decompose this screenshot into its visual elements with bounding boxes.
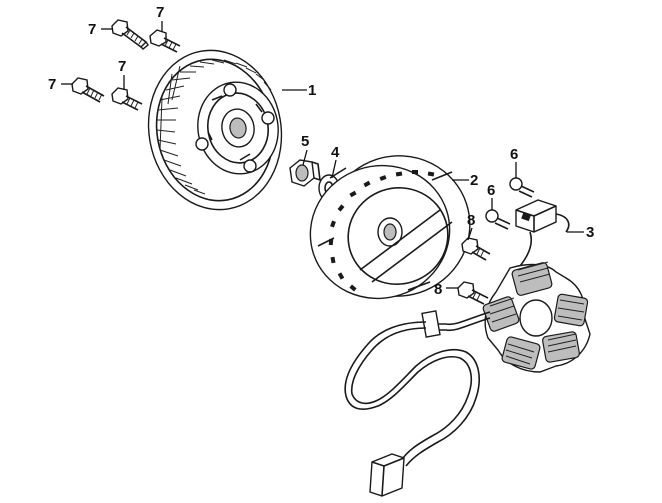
- stator-windings: [489, 261, 585, 365]
- fan-blades: [156, 59, 272, 195]
- flywheel: [309, 155, 471, 300]
- leader-lines: [61, 21, 584, 289]
- callout-6: 6: [487, 182, 495, 199]
- callout-2: 2: [470, 172, 478, 189]
- callout-6: 6: [510, 146, 518, 163]
- bolt-7-top-left: [111, 19, 149, 50]
- callout-4: 4: [331, 144, 340, 161]
- cooling-fan: [147, 49, 283, 211]
- callout-labels: 7 7 7 7 1 5 4 2 6 6 3 8 8: [48, 4, 594, 298]
- wire-connector: [369, 453, 405, 497]
- callout-8: 8: [434, 281, 442, 298]
- callout-7: 7: [118, 58, 126, 75]
- screw-6-left: [485, 209, 511, 230]
- nut-5: [289, 159, 321, 187]
- bolt-8-upper: [461, 237, 491, 261]
- pulser-coil: [515, 199, 570, 267]
- callout-7: 7: [88, 21, 96, 38]
- callout-5: 5: [301, 133, 309, 150]
- callout-1: 1: [308, 82, 316, 99]
- flywheel-windows: [328, 170, 435, 292]
- screw-6-right: [509, 177, 535, 198]
- bolt-7-left: [71, 77, 105, 103]
- callout-3: 3: [586, 224, 594, 241]
- fan-bolt-holes: [195, 83, 275, 173]
- bolt-8-lower: [457, 281, 489, 305]
- callout-7: 7: [156, 4, 164, 21]
- callout-7: 7: [48, 76, 56, 93]
- bolt-7-middle: [111, 87, 143, 111]
- bolt-7-top-right: [149, 29, 181, 53]
- stator: [482, 261, 591, 373]
- callout-8: 8: [467, 212, 475, 229]
- wire-harness: [344, 310, 491, 467]
